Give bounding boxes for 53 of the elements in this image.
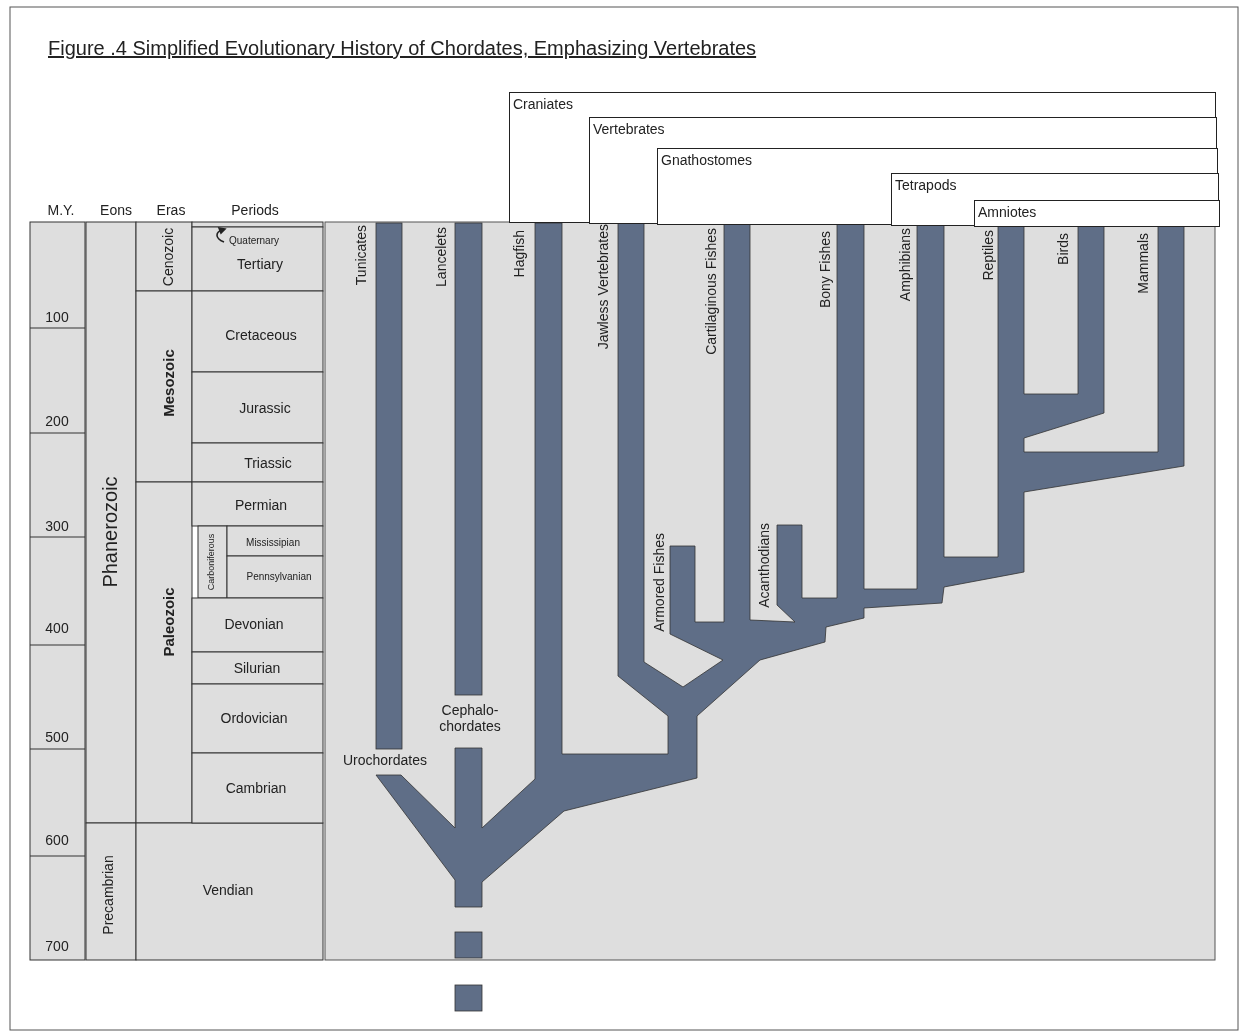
taxon-label: Urochordates	[343, 751, 427, 769]
clade-box	[891, 173, 1219, 226]
clade-box	[589, 117, 1217, 224]
period-label: Vendian	[202, 881, 254, 899]
scale-number: 500	[45, 728, 69, 746]
column-header: M.Y.	[47, 201, 75, 219]
period-label: Cretaceous	[225, 326, 297, 344]
clade-box	[974, 200, 1220, 227]
clade-label: Amniotes	[978, 204, 1037, 220]
taxon-label: Birds	[1055, 233, 1072, 265]
scale-number: 300	[45, 517, 69, 535]
clade-label: Tetrapods	[895, 177, 957, 193]
taxon-label: Bony Fishes	[817, 231, 834, 309]
era-label: Mesozoic	[159, 349, 177, 417]
taxon-label: Jawless Vertebrates	[595, 224, 612, 350]
period-label: Carboniferous	[206, 533, 217, 591]
taxon-label: Tunicates	[353, 225, 370, 286]
column-header: Periods	[231, 201, 279, 219]
taxon-label: Acanthodians	[756, 523, 773, 608]
period-label: Devonian	[224, 615, 284, 633]
period-label: Triassic	[244, 454, 292, 472]
taxon-label: Mammals	[1135, 233, 1152, 294]
clade-box	[657, 148, 1218, 225]
scale-number: 200	[45, 412, 69, 430]
era-label: Cenozoic	[160, 227, 177, 287]
scale-number: 400	[45, 619, 69, 637]
taxon-label: Lancelets	[433, 227, 450, 287]
column-header: Eons	[100, 201, 132, 219]
taxon-label: Amphibians	[897, 228, 914, 302]
eon-label: Precambrian	[100, 855, 117, 935]
period-label: Quaternary	[229, 235, 279, 247]
figure-title: Figure .4 Simplified Evolutionary History of Chordates, Emphasizing Vertebrates	[48, 37, 757, 60]
scale-number: 100	[45, 308, 69, 326]
column-header: Eras	[156, 201, 186, 219]
period-label: Permian	[234, 496, 288, 514]
scale-number: 600	[45, 831, 69, 849]
period-label: Mississipian	[246, 537, 300, 549]
period-label: Ordovician	[220, 709, 288, 727]
clade-label: Gnathostomes	[661, 152, 753, 168]
clade-label: Craniates	[513, 96, 573, 112]
era-label: Paleozoic	[159, 587, 177, 657]
period-label: Tertiary	[237, 255, 283, 273]
taxon-label: Armored Fishes	[651, 533, 668, 632]
period-label: Jurassic	[239, 399, 291, 417]
period-label: Pennsylvanian	[246, 571, 312, 583]
taxon-label: Hagfish	[511, 230, 528, 278]
period-label: Cambrian	[225, 779, 287, 797]
scale-number: 700	[45, 937, 69, 955]
eon-label: Phanerozoic	[98, 476, 122, 588]
taxon-label: Cephalo- chordates	[438, 701, 502, 735]
period-label: Silurian	[233, 659, 281, 677]
taxon-label: Cartilaginous Fishes	[703, 228, 720, 355]
clade-label: Vertebrates	[593, 121, 665, 137]
